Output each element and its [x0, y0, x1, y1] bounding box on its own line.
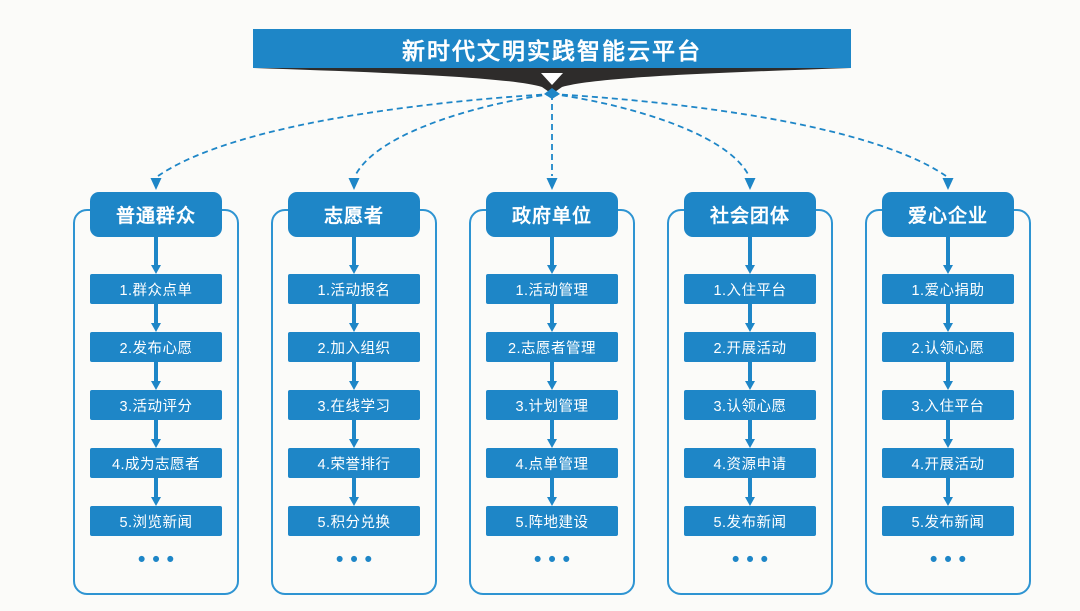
- down-arrow-icon: [547, 362, 557, 390]
- flow-step: 5.浏览新闻: [90, 506, 222, 536]
- platform-title-banner: 新时代文明实践智能云平台: [253, 29, 851, 68]
- flow-step: 5.阵地建设: [486, 506, 618, 536]
- column-header: 政府单位: [486, 192, 618, 237]
- column-header: 志愿者: [288, 192, 420, 237]
- flow-step: 4.资源申请: [684, 448, 816, 478]
- down-arrow-icon: [943, 304, 953, 332]
- arrowhead-icon: [348, 178, 360, 190]
- fan-connector-lines: [150, 88, 954, 190]
- arrowhead-icon: [150, 178, 162, 190]
- down-arrow-icon: [943, 420, 953, 448]
- flow-step: 5.积分兑换: [288, 506, 420, 536]
- down-arrow-icon: [349, 478, 359, 506]
- flow-step: 4.成为志愿者: [90, 448, 222, 478]
- flow-step: 3.活动评分: [90, 390, 222, 420]
- flow-step: 3.入住平台: [882, 390, 1014, 420]
- fan-origin-marker: [544, 88, 560, 99]
- flow-step: 5.发布新闻: [882, 506, 1014, 536]
- flow-step: 1.群众点单: [90, 274, 222, 304]
- down-arrow-icon: [943, 237, 953, 274]
- down-arrow-icon: [745, 362, 755, 390]
- down-arrow-icon: [151, 304, 161, 332]
- connector-curve-4: [551, 93, 750, 177]
- down-arrow-icon: [151, 420, 161, 448]
- column-government-unit: 政府单位 1.活动管理 2.志愿者管理 3.计划管理 4.点单管理 5.阵地建设…: [469, 192, 635, 595]
- down-arrow-icon: [349, 304, 359, 332]
- down-arrow-icon: [547, 478, 557, 506]
- down-arrow-icon: [349, 362, 359, 390]
- arrowhead-icon: [546, 178, 558, 190]
- banner-ribbon-shape: [253, 68, 851, 94]
- column-social-group: 社会团体 1.入住平台 2.开展活动 3.认领心愿 4.资源申请 5.发布新闻 …: [667, 192, 833, 595]
- flow-step: 2.发布心愿: [90, 332, 222, 362]
- down-arrow-icon: [745, 237, 755, 274]
- chevron-down-icon: [541, 73, 563, 85]
- flow-step: 4.点单管理: [486, 448, 618, 478]
- flow-step: 1.活动管理: [486, 274, 618, 304]
- flow-step: 1.爱心捐助: [882, 274, 1014, 304]
- column-header: 普通群众: [90, 192, 222, 237]
- down-arrow-icon: [943, 362, 953, 390]
- ellipsis-dots: •••: [731, 548, 776, 571]
- flow-step: 3.认领心愿: [684, 390, 816, 420]
- down-arrow-icon: [349, 237, 359, 274]
- arrowhead-icon: [942, 178, 954, 190]
- down-arrow-icon: [547, 304, 557, 332]
- arrowhead-icon: [744, 178, 756, 190]
- down-arrow-icon: [151, 237, 161, 274]
- flow-step: 5.发布新闻: [684, 506, 816, 536]
- flow-step: 4.荣誉排行: [288, 448, 420, 478]
- flow-step: 2.志愿者管理: [486, 332, 618, 362]
- column-header: 社会团体: [684, 192, 816, 237]
- connector-curve-5: [551, 93, 947, 177]
- flow-step: 3.在线学习: [288, 390, 420, 420]
- flow-step: 2.认领心愿: [882, 332, 1014, 362]
- flow-step: 3.计划管理: [486, 390, 618, 420]
- role-columns: 普通群众 1.群众点单 2.发布心愿 3.活动评分 4.成为志愿者 5.浏览新闻…: [73, 192, 1031, 595]
- flow-step: 1.活动报名: [288, 274, 420, 304]
- down-arrow-icon: [151, 478, 161, 506]
- column-general-public: 普通群众 1.群众点单 2.发布心愿 3.活动评分 4.成为志愿者 5.浏览新闻…: [73, 192, 239, 595]
- column-volunteers: 志愿者 1.活动报名 2.加入组织 3.在线学习 4.荣誉排行 5.积分兑换 •…: [271, 192, 437, 595]
- flow-step: 1.入住平台: [684, 274, 816, 304]
- column-header: 爱心企业: [882, 192, 1014, 237]
- flow-step: 2.加入组织: [288, 332, 420, 362]
- flow-step: 4.开展活动: [882, 448, 1014, 478]
- column-charity-enterprise: 爱心企业 1.爱心捐助 2.认领心愿 3.入住平台 4.开展活动 5.发布新闻 …: [865, 192, 1031, 595]
- ellipsis-dots: •••: [335, 548, 380, 571]
- connector-curve-2: [354, 93, 553, 177]
- down-arrow-icon: [745, 478, 755, 506]
- down-arrow-icon: [547, 420, 557, 448]
- ellipsis-dots: •••: [929, 548, 974, 571]
- platform-title: 新时代文明实践智能云平台: [402, 37, 702, 64]
- down-arrow-icon: [745, 304, 755, 332]
- connector-curve-1: [157, 93, 553, 177]
- flow-step: 2.开展活动: [684, 332, 816, 362]
- ellipsis-dots: •••: [137, 548, 182, 571]
- ellipsis-dots: •••: [533, 548, 578, 571]
- down-arrow-icon: [943, 478, 953, 506]
- down-arrow-icon: [745, 420, 755, 448]
- down-arrow-icon: [547, 237, 557, 274]
- down-arrow-icon: [349, 420, 359, 448]
- down-arrow-icon: [151, 362, 161, 390]
